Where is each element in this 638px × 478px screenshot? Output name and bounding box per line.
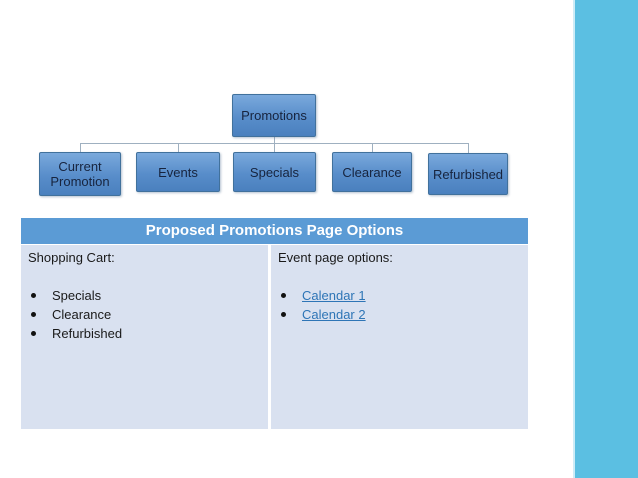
org-node-specials: Specials xyxy=(233,152,316,192)
bullet-icon xyxy=(281,293,286,298)
shopping-cart-heading: Shopping Cart: xyxy=(28,250,115,265)
list-item: Calendar 1 xyxy=(278,286,521,305)
connector-stub-refurbished xyxy=(468,143,469,153)
accent-bar xyxy=(573,0,638,478)
list-item-label: Clearance xyxy=(52,307,112,322)
table-cell-shopping-cart: Shopping Cart: Specials Clearance Refurb… xyxy=(21,245,268,429)
list-item-label: Specials xyxy=(52,288,102,303)
table-body: Shopping Cart: Specials Clearance Refurb… xyxy=(21,245,528,429)
event-page-heading: Event page options: xyxy=(278,250,393,265)
connector-stub-events xyxy=(178,143,179,152)
org-node-promotions: Promotions xyxy=(232,94,316,137)
calendar-1-link[interactable]: Calendar 1 xyxy=(302,288,366,303)
bullet-icon xyxy=(281,312,286,317)
promotions-options-table: Proposed Promotions Page Options Shoppin… xyxy=(21,218,528,429)
event-page-list: Calendar 1 Calendar 2 xyxy=(278,286,521,324)
table-title: Proposed Promotions Page Options xyxy=(21,218,528,244)
list-item-label: Refurbished xyxy=(52,326,123,341)
bullet-icon xyxy=(31,331,36,336)
spacer xyxy=(28,267,261,286)
connector-stub-specials xyxy=(274,143,275,152)
list-item: Specials xyxy=(28,286,261,305)
bullet-icon xyxy=(31,293,36,298)
org-node-current-promotion: Current Promotion xyxy=(39,152,121,196)
org-node-events: Events xyxy=(136,152,220,192)
bullet-icon xyxy=(31,312,36,317)
connector-root-stub xyxy=(274,137,275,143)
connector-stub-clearance xyxy=(372,143,373,152)
table-cell-event-page: Event page options: Calendar 1 Calendar … xyxy=(271,245,528,429)
calendar-2-link[interactable]: Calendar 2 xyxy=(302,307,366,322)
org-node-clearance: Clearance xyxy=(332,152,412,192)
org-node-refurbished: Refurbished xyxy=(428,153,508,195)
connector-stub-current xyxy=(80,143,81,152)
spacer xyxy=(278,267,521,286)
shopping-cart-list: Specials Clearance Refurbished xyxy=(28,286,261,343)
list-item: Clearance xyxy=(28,305,261,324)
list-item: Calendar 2 xyxy=(278,305,521,324)
list-item: Refurbished xyxy=(28,324,261,343)
